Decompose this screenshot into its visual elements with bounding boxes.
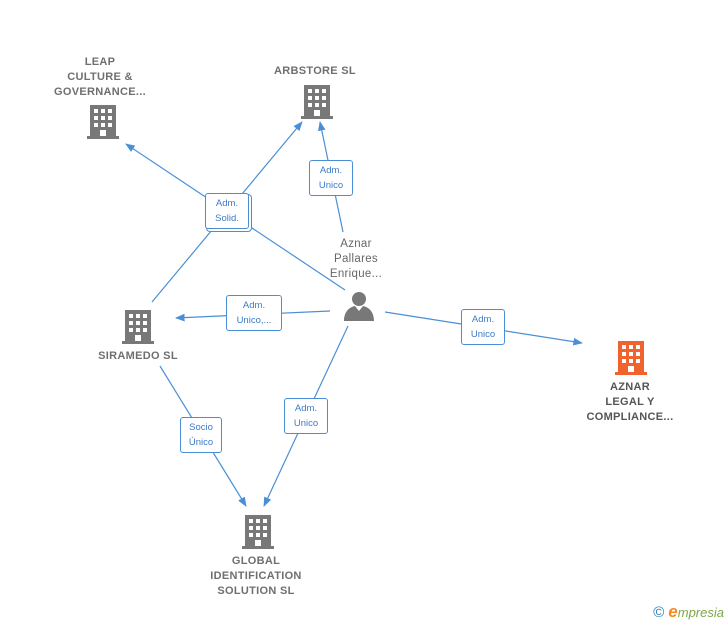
node-label-siramedo[interactable]: SIRAMEDO SL (98, 350, 178, 362)
edge-label-socio-unico[interactable]: Socio Único (180, 417, 222, 453)
node-label-global[interactable]: GLOBAL IDENTIFICATION SOLUTION SL (210, 555, 302, 597)
edge-label-adm-unico-siramedo[interactable]: Adm. Unico,... (226, 295, 282, 331)
building-icon[interactable] (87, 105, 119, 139)
edge-label-adm-solid[interactable]: Adm. Solid. (205, 193, 249, 229)
building-icon[interactable] (122, 310, 154, 344)
brand-logo-text: mpresia (677, 605, 724, 620)
edge-label-adm-unico-arbstore[interactable]: Adm. Unico (309, 160, 353, 196)
building-icon[interactable] (301, 85, 333, 119)
edge-label-adm-unico-aznar[interactable]: Adm. Unico (461, 309, 505, 345)
edge-label-adm-unico-global[interactable]: Adm. Unico (284, 398, 328, 434)
node-label-person[interactable]: Aznar Pallares Enrique... (329, 238, 383, 280)
brand-logo-initial: e (668, 602, 678, 621)
node-label-aznar-legal[interactable]: AZNAR LEGAL Y COMPLIANCE... (586, 381, 674, 423)
copyright-icon: © (653, 604, 665, 621)
building-icon[interactable] (242, 515, 274, 549)
node-label-leap[interactable]: LEAP CULTURE & GOVERNANCE... (54, 56, 146, 98)
brand-watermark: ©empresia (653, 602, 724, 622)
person-icon[interactable] (344, 292, 374, 321)
node-label-arbstore[interactable]: ARBSTORE SL (274, 65, 356, 77)
focus-building-icon[interactable] (615, 341, 647, 375)
